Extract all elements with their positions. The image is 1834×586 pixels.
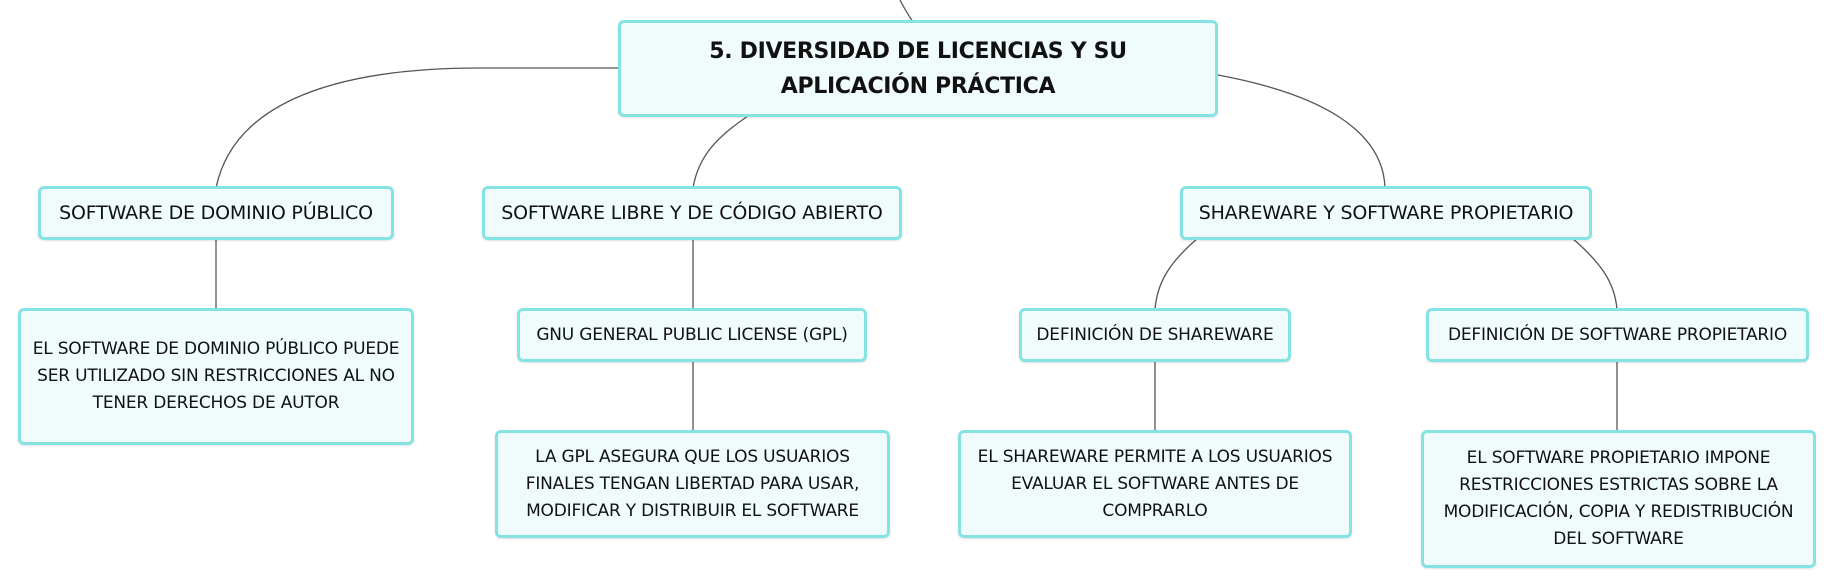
detail-public-domain-software-text: EL SOFTWARE DE DOMINIO PÚBLICO PUEDE SER…: [32, 339, 400, 413]
root-topic-label: 5. DIVERSIDAD DE LICENCIAS Y SU APLICACI…: [709, 38, 1127, 99]
connector-shareware-proprietary-to-shareware: [1154, 237, 1199, 311]
detail-proprietary-software-text: EL SOFTWARE PROPIETARIO IMPONE RESTRICCI…: [1443, 448, 1794, 549]
detail-gnu-gpl[interactable]: LA GPL ASEGURA QUE LOS USUARIOS FINALES …: [495, 430, 890, 538]
detail-public-domain-software[interactable]: EL SOFTWARE DE DOMINIO PÚBLICO PUEDE SER…: [18, 308, 414, 445]
detail-proprietary-software[interactable]: EL SOFTWARE PROPIETARIO IMPONE RESTRICCI…: [1421, 430, 1816, 568]
connector-root-to-free-software: [692, 115, 749, 189]
subtopic-proprietary-software-definition[interactable]: DEFINICIÓN DE SOFTWARE PROPIETARIO: [1426, 308, 1809, 362]
connector-shareware-proprietary-to-proprietary: [1571, 237, 1618, 311]
topic-public-domain-software[interactable]: SOFTWARE DE DOMINIO PÚBLICO: [38, 186, 394, 240]
subtopic-gnu-gpl-label: GNU GENERAL PUBLIC LICENSE (GPL): [536, 324, 848, 345]
subtopic-shareware-definition-label: DEFINICIÓN DE SHAREWARE: [1036, 324, 1274, 345]
connector-root-to-shareware-proprietary: [1217, 74, 1386, 189]
topic-free-open-source-software[interactable]: SOFTWARE LIBRE Y DE CÓDIGO ABIERTO: [482, 186, 902, 240]
topic-public-domain-software-label: SOFTWARE DE DOMINIO PÚBLICO: [59, 202, 373, 224]
connector-root-to-public-domain: [215, 67, 618, 189]
detail-shareware[interactable]: EL SHAREWARE PERMITE A LOS USUARIOS EVAL…: [958, 430, 1352, 538]
detail-gnu-gpl-text: LA GPL ASEGURA QUE LOS USUARIOS FINALES …: [525, 446, 860, 521]
detail-shareware-text: EL SHAREWARE PERMITE A LOS USUARIOS EVAL…: [977, 446, 1333, 521]
subtopic-gnu-gpl[interactable]: GNU GENERAL PUBLIC LICENSE (GPL): [517, 308, 867, 362]
subtopic-shareware-definition[interactable]: DEFINICIÓN DE SHAREWARE: [1019, 308, 1291, 362]
topic-free-open-source-software-label: SOFTWARE LIBRE Y DE CÓDIGO ABIERTO: [501, 202, 883, 224]
topic-shareware-proprietary-software[interactable]: SHAREWARE Y SOFTWARE PROPIETARIO: [1180, 186, 1592, 240]
connector-parent-in: [899, 0, 914, 23]
root-topic[interactable]: 5. DIVERSIDAD DE LICENCIAS Y SU APLICACI…: [618, 20, 1218, 117]
subtopic-proprietary-software-definition-label: DEFINICIÓN DE SOFTWARE PROPIETARIO: [1447, 324, 1788, 345]
topic-shareware-proprietary-software-label: SHAREWARE Y SOFTWARE PROPIETARIO: [1198, 202, 1574, 224]
